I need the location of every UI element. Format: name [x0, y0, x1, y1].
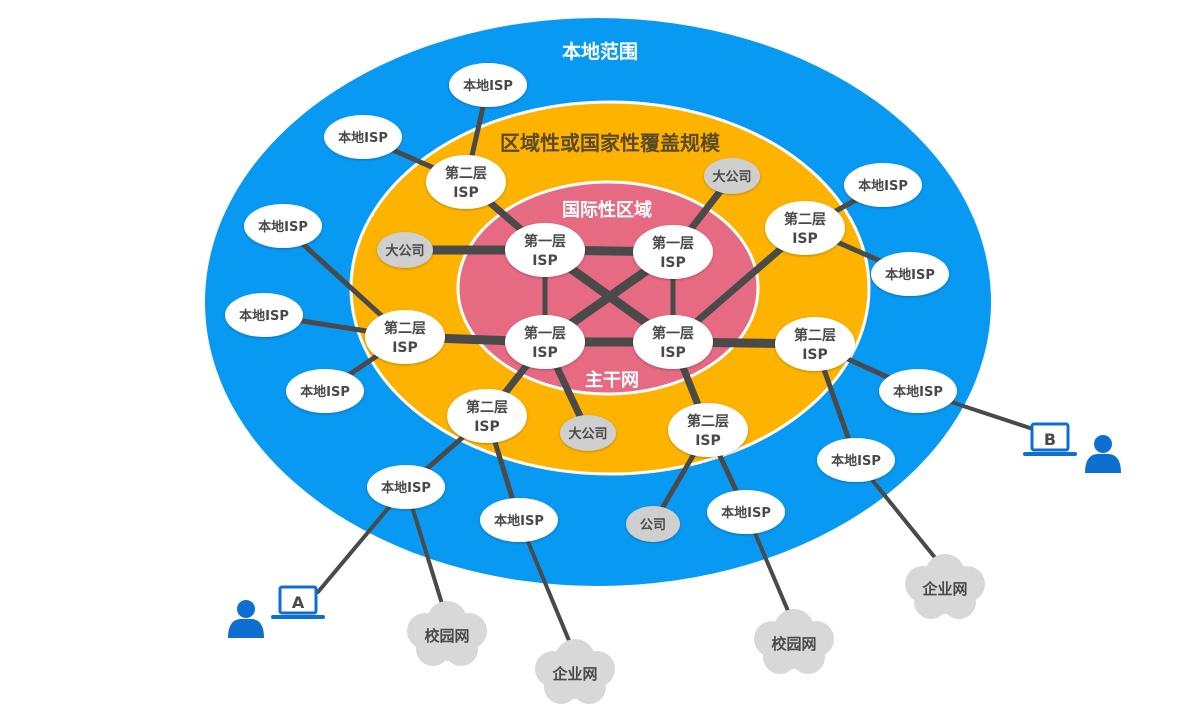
local-isp-node: 本地ISP — [480, 498, 558, 542]
local-isp-node: 本地ISP — [817, 438, 895, 482]
tier2-isp-node: 第二层 ISP — [765, 201, 845, 255]
svg-text:本地ISP: 本地ISP — [300, 384, 350, 400]
svg-text:第一层: 第一层 — [652, 235, 694, 252]
local-isp-node: 本地ISP — [871, 252, 949, 296]
svg-text:校园网: 校园网 — [771, 635, 816, 653]
local-isp-node: 本地ISP — [225, 293, 303, 337]
enterprise-network-cloud: 企业网 — [905, 554, 985, 619]
svg-text:本地ISP: 本地ISP — [885, 267, 935, 283]
svg-text:企业网: 企业网 — [551, 665, 597, 683]
svg-text:第一层: 第一层 — [524, 233, 566, 250]
svg-text:ISP: ISP — [660, 255, 686, 271]
campus-network-cloud: 校园网 — [407, 601, 487, 666]
svg-text:第二层: 第二层 — [784, 211, 826, 228]
svg-text:企业网: 企业网 — [921, 580, 967, 598]
local-isp-node: 本地ISP — [367, 465, 445, 509]
company-node: 大公司 — [560, 415, 616, 451]
svg-text:本地ISP: 本地ISP — [858, 178, 908, 194]
tier1-isp-node: 第一层 ISP — [505, 223, 585, 277]
svg-text:第二层: 第二层 — [466, 399, 508, 416]
svg-text:ISP: ISP — [695, 433, 721, 449]
svg-text:第二层: 第二层 — [794, 327, 836, 344]
svg-text:本地ISP: 本地ISP — [721, 505, 771, 521]
svg-text:本地ISP: 本地ISP — [893, 384, 943, 400]
tier1-isp-node: 第一层 ISP — [633, 225, 713, 279]
svg-text:第二层: 第二层 — [384, 320, 426, 337]
backbone-label: 主干网 — [585, 369, 639, 391]
svg-text:本地ISP: 本地ISP — [239, 308, 289, 324]
tier2-isp-node: 第二层 ISP — [426, 155, 506, 209]
user-icon — [228, 600, 264, 638]
local-isp-node: 本地ISP — [879, 369, 957, 413]
local-isp-node: 本地ISP — [707, 490, 785, 534]
international-scope-label: 国际性区域 — [562, 199, 652, 221]
svg-text:ISP: ISP — [532, 345, 558, 361]
host-a: A — [228, 585, 325, 638]
svg-text:ISP: ISP — [802, 347, 828, 363]
tier2-isp-node: 第二层 ISP — [668, 403, 748, 457]
svg-text:ISP: ISP — [453, 185, 479, 201]
svg-text:校园网: 校园网 — [424, 627, 469, 645]
svg-text:第一层: 第一层 — [524, 325, 566, 342]
user-icon — [1085, 435, 1121, 473]
laptop-icon: B — [1023, 422, 1077, 456]
svg-text:本地ISP: 本地ISP — [381, 480, 431, 496]
tier1-isp-node: 第一层 ISP — [505, 315, 585, 369]
company-node: 公司 — [626, 506, 680, 542]
svg-text:B: B — [1044, 430, 1056, 449]
svg-text:本地ISP: 本地ISP — [338, 130, 388, 146]
svg-text:ISP: ISP — [532, 253, 558, 269]
svg-text:本地ISP: 本地ISP — [258, 219, 308, 235]
tier2-isp-node: 第二层 ISP — [447, 389, 527, 443]
tier2-isp-node: 第二层 ISP — [775, 317, 855, 371]
svg-text:ISP: ISP — [474, 419, 500, 435]
svg-text:ISP: ISP — [392, 340, 418, 356]
tier1-isp-node: 第一层 ISP — [633, 315, 713, 369]
svg-text:大公司: 大公司 — [568, 426, 607, 442]
svg-text:大公司: 大公司 — [385, 243, 424, 259]
svg-text:大公司: 大公司 — [712, 169, 751, 185]
svg-text:第一层: 第一层 — [652, 325, 694, 342]
company-node: 大公司 — [377, 232, 433, 268]
svg-text:第二层: 第二层 — [445, 165, 487, 182]
company-node: 大公司 — [704, 158, 760, 194]
local-isp-node: 本地ISP — [844, 163, 922, 207]
local-isp-node: 本地ISP — [286, 369, 364, 413]
local-isp-node: 本地ISP — [449, 63, 527, 107]
svg-text:本地ISP: 本地ISP — [494, 513, 544, 529]
svg-text:A: A — [292, 593, 305, 612]
laptop-icon: A — [271, 585, 325, 619]
campus-network-cloud: 校园网 — [754, 609, 834, 674]
svg-text:ISP: ISP — [792, 231, 818, 247]
host-b: B — [1023, 422, 1121, 473]
svg-text:本地ISP: 本地ISP — [463, 78, 513, 94]
svg-text:公司: 公司 — [640, 518, 666, 533]
tier2-isp-node: 第二层 ISP — [365, 310, 445, 364]
svg-text:第二层: 第二层 — [687, 413, 729, 430]
svg-text:本地ISP: 本地ISP — [831, 453, 881, 469]
local-isp-node: 本地ISP — [324, 115, 402, 159]
enterprise-network-cloud: 企业网 — [535, 639, 615, 704]
regional-scope-label: 区域性或国家性覆盖规模 — [500, 131, 721, 155]
local-isp-node: 本地ISP — [244, 204, 322, 248]
svg-text:ISP: ISP — [660, 345, 686, 361]
local-scope-label: 本地范围 — [562, 40, 638, 63]
